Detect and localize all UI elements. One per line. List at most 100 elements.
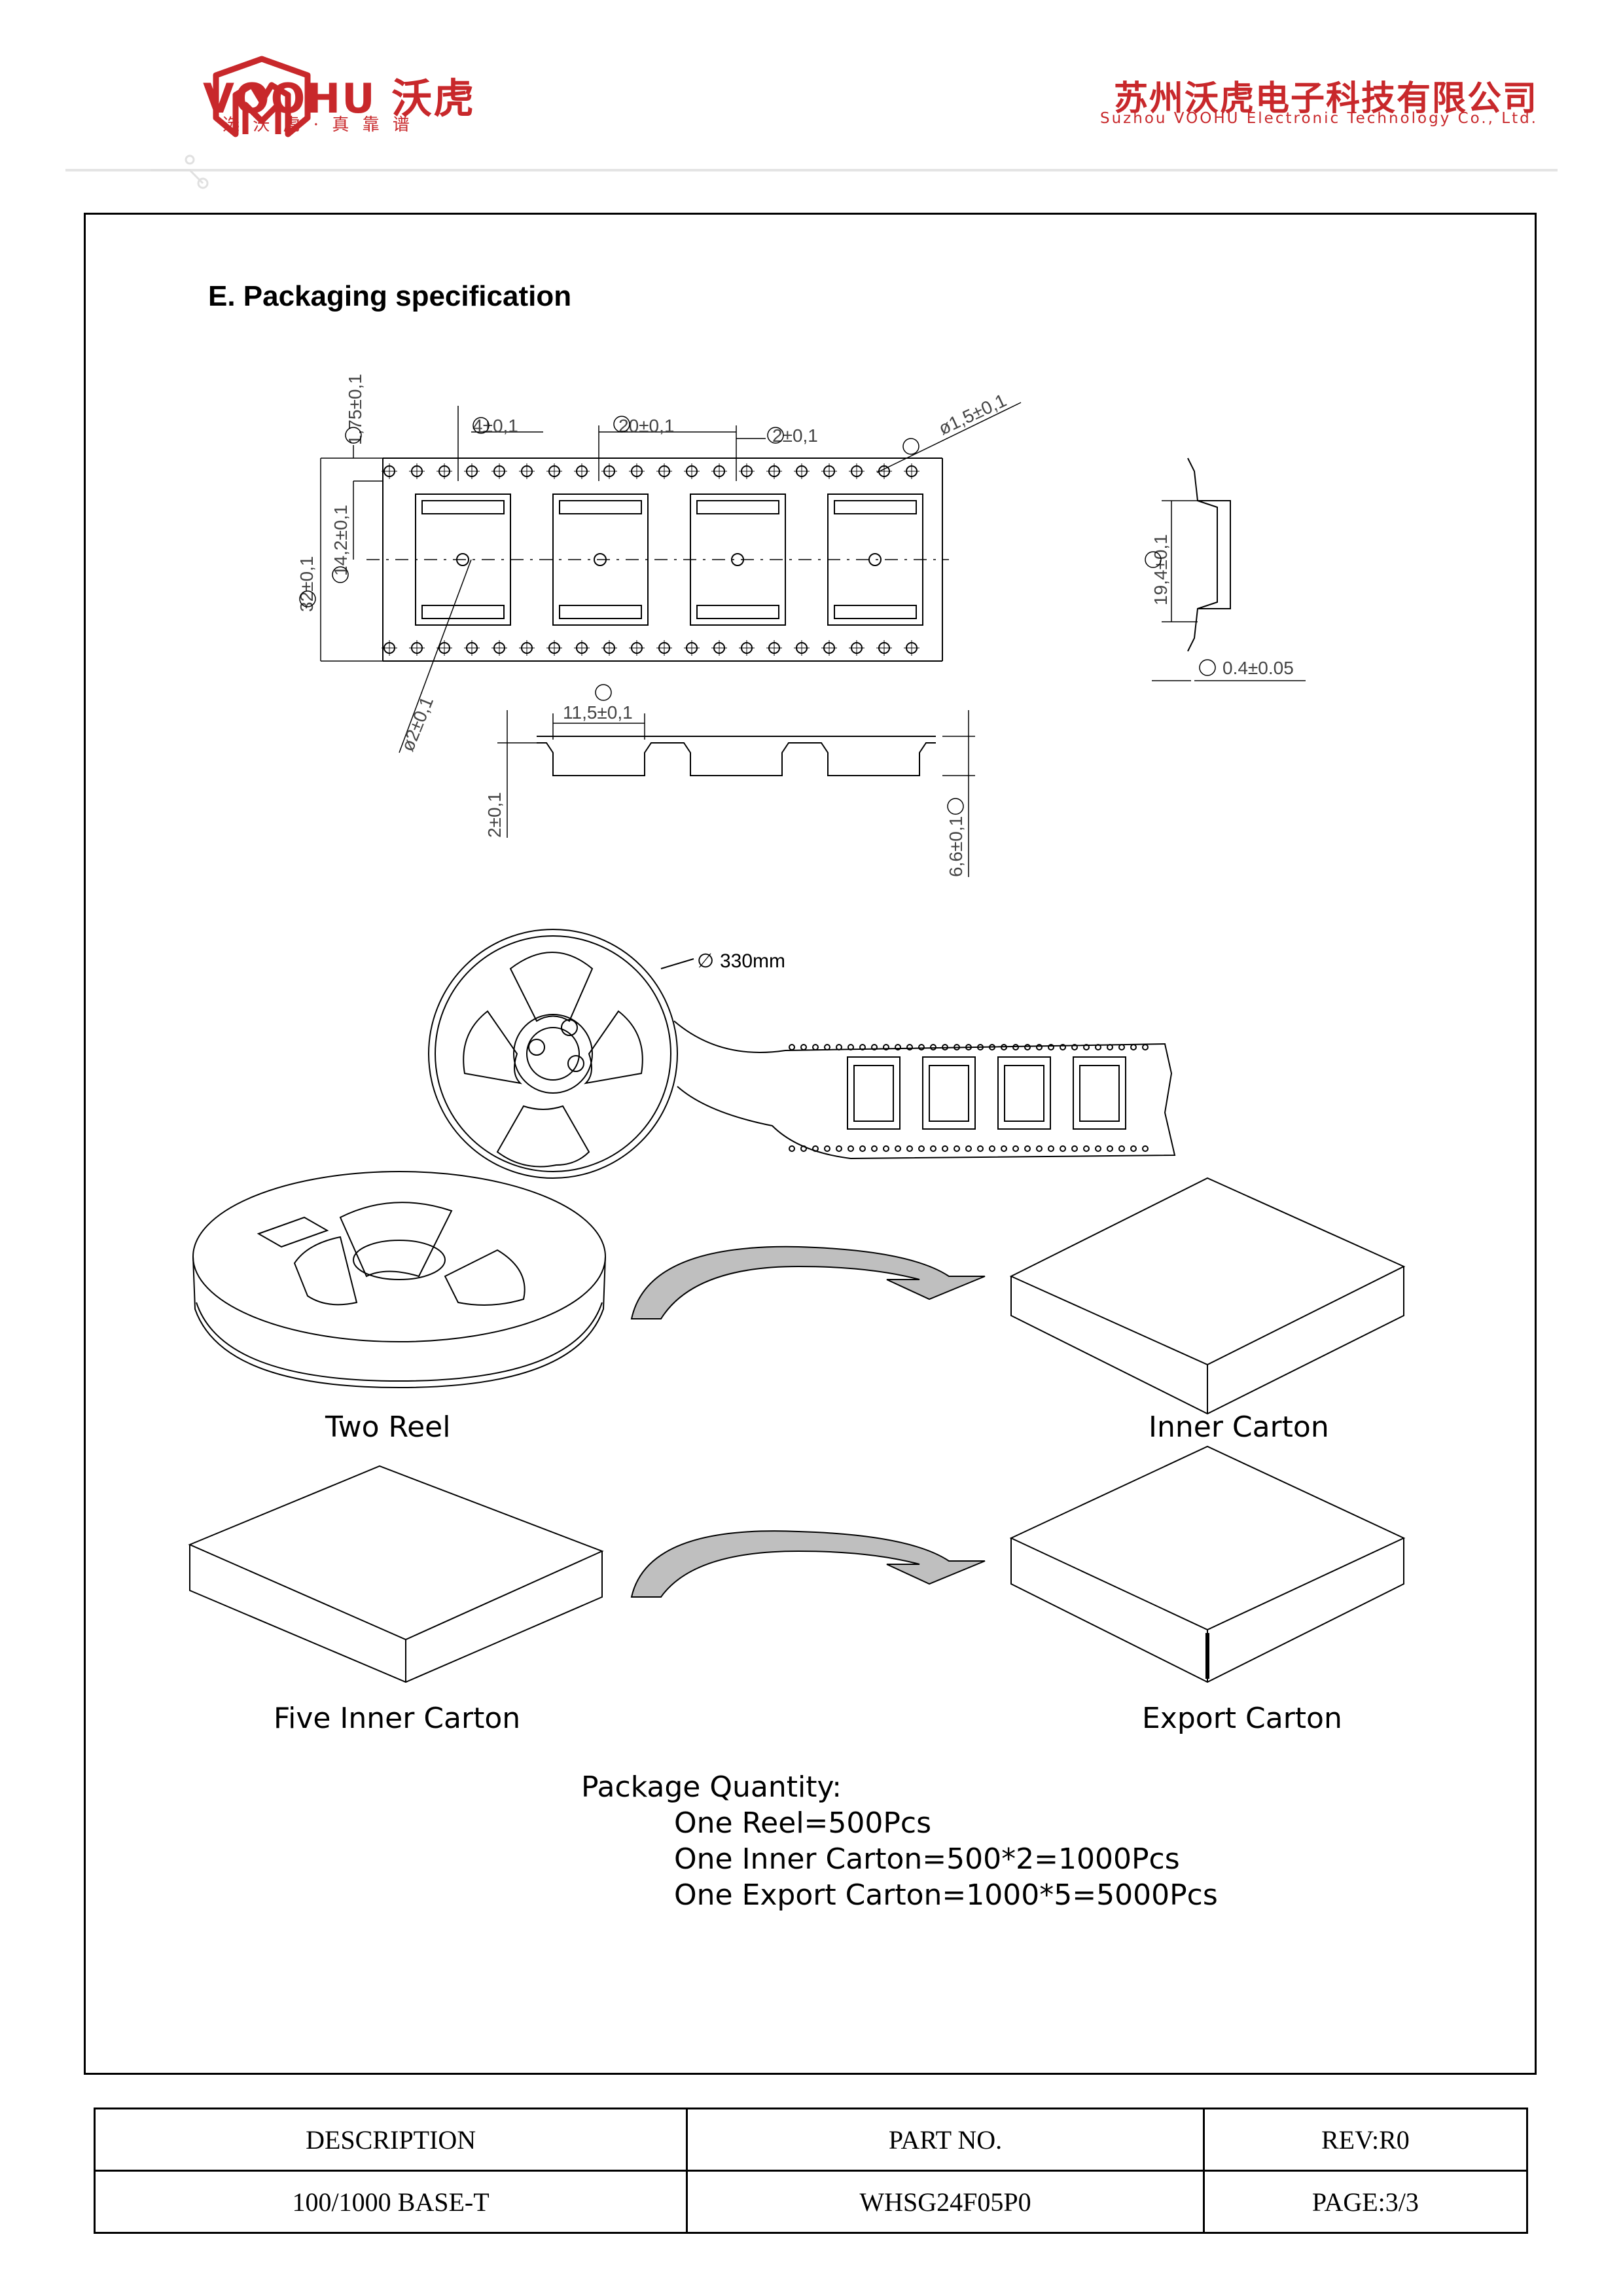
description-label: DESCRIPTION	[93, 2108, 688, 2172]
tape-hole	[1095, 1044, 1101, 1050]
dimension-label-a0: 11,5±0,1	[563, 702, 633, 723]
dimension-label-b0: 19,4±0,1	[1150, 534, 1171, 605]
page-value: 3/3	[1385, 2187, 1419, 2217]
tape-hole	[847, 1044, 854, 1050]
tape-hole	[1071, 1145, 1078, 1152]
tape-hole	[871, 1145, 878, 1152]
dimension-label-e: 1,75±0,1	[345, 374, 365, 445]
tape-section-view	[497, 710, 975, 877]
dimension-label-d1: ø1,5±0,1	[935, 390, 1009, 439]
chip-in-tape	[922, 1056, 976, 1130]
dimension-label-w: 32±0,1	[296, 556, 317, 612]
tape-hole	[789, 1044, 795, 1050]
title-block-table: DESCRIPTION PART NO. REV:R0 100/1000 BAS…	[93, 2108, 1529, 2234]
voohu-logo-icon	[213, 56, 311, 137]
tape-hole	[1107, 1044, 1113, 1050]
quantity-line-reel: One Reel=500Pcs	[674, 1806, 932, 1840]
dimension-label-p0: 4±0,1	[473, 416, 518, 436]
tape-hole	[906, 1044, 913, 1050]
tape-hole	[812, 1044, 819, 1050]
tape-hole	[836, 1044, 842, 1050]
tape-hole	[989, 1145, 995, 1152]
tape-hole	[1083, 1044, 1090, 1050]
caption-five-inner-carton: Five Inner Carton	[274, 1702, 521, 1735]
tape-hole	[1142, 1145, 1149, 1152]
rev-label: REV:	[1321, 2125, 1380, 2155]
brand-wordmark: VOOHU 沃虎	[203, 75, 476, 122]
company-name-en: Suzhou VOOHU Electronic Technology Co., …	[1100, 110, 1538, 127]
header-divider	[65, 169, 1558, 171]
dimension-label-reel: 330mm	[720, 950, 785, 972]
tape-hole	[1012, 1145, 1019, 1152]
tape-hole	[930, 1145, 936, 1152]
carrier-tape-top-view	[320, 402, 1022, 753]
tape-hole	[883, 1145, 889, 1152]
dimension-label-d: ø2±0,1	[397, 694, 437, 754]
dimension-label-k0: 6,6±0,1	[946, 816, 966, 877]
brand-slogan: 选 沃 虎 · 真 靠 谱	[223, 115, 414, 135]
chip-in-tape	[997, 1056, 1051, 1130]
tape-hole	[1130, 1044, 1137, 1050]
tape-hole	[895, 1044, 901, 1050]
tape-hole	[1048, 1044, 1054, 1050]
tape-hole	[930, 1044, 936, 1050]
rev-cell: REV:R0	[1202, 2108, 1529, 2172]
tape-hole	[942, 1044, 948, 1050]
tape-hole	[977, 1044, 984, 1050]
diameter-symbol-icon: ∅	[697, 950, 714, 972]
chip-in-tape	[847, 1056, 901, 1130]
partno-label: PART NO.	[686, 2108, 1205, 2172]
tape-hole	[859, 1145, 866, 1152]
tape-hole	[906, 1145, 913, 1152]
tape-hole	[1036, 1145, 1043, 1152]
tape-hole	[954, 1145, 960, 1152]
chip-in-tape	[1073, 1056, 1126, 1130]
caption-two-reel: Two Reel	[325, 1410, 451, 1444]
tape-hole	[812, 1145, 819, 1152]
tape-hole	[1036, 1044, 1043, 1050]
circuit-trace-icon	[151, 154, 209, 189]
tape-hole	[789, 1145, 795, 1152]
company-name-cn: 苏州沃虎电子科技有限公司	[1113, 79, 1538, 118]
caption-inner-carton: Inner Carton	[1149, 1410, 1329, 1444]
tape-hole	[847, 1145, 854, 1152]
tape-hole	[1024, 1145, 1031, 1152]
tape-hole	[965, 1044, 972, 1050]
package-quantity-title: Package Quantity:	[581, 1770, 842, 1804]
tape-hole	[1071, 1044, 1078, 1050]
dimension-label-depth: 2±0,1	[484, 792, 505, 838]
reel-illustration	[428, 929, 1176, 1179]
tape-hole	[859, 1044, 866, 1050]
page-label: PAGE:	[1311, 2187, 1385, 2217]
tape-hole	[824, 1145, 830, 1152]
partno-value: WHSG24F05P0	[686, 2170, 1205, 2234]
tape-hole	[871, 1044, 878, 1050]
dimension-label-f: 14,2±0,1	[330, 505, 351, 576]
dimension-label-t: 0.4±0.05	[1222, 658, 1294, 678]
tape-hole	[800, 1044, 807, 1050]
quantity-line-export: One Export Carton=1000*5=5000Pcs	[674, 1878, 1218, 1912]
tape-hole	[800, 1145, 807, 1152]
tape-hole	[954, 1044, 960, 1050]
tape-hole	[1012, 1044, 1019, 1050]
tape-hole	[918, 1145, 925, 1152]
export-carton-box	[1009, 1445, 1406, 1683]
tape-hole	[1118, 1044, 1125, 1050]
tape-hole	[895, 1145, 901, 1152]
tape-hole	[1095, 1145, 1101, 1152]
tape-hole	[989, 1044, 995, 1050]
tape-hole	[824, 1044, 830, 1050]
description-value: 100/1000 BASE-T	[93, 2170, 688, 2234]
arrow-icon	[630, 1246, 986, 1319]
tape-hole	[1118, 1145, 1125, 1152]
tape-side-view	[1152, 457, 1306, 681]
caption-export-carton: Export Carton	[1142, 1702, 1342, 1735]
tape-hole	[1001, 1044, 1007, 1050]
tape-hole	[1060, 1044, 1066, 1050]
tape-hole	[1048, 1145, 1054, 1152]
tape-hole	[1001, 1145, 1007, 1152]
tape-hole	[836, 1145, 842, 1152]
tape-hole	[883, 1044, 889, 1050]
content-frame	[84, 213, 1537, 2075]
tape-hole	[977, 1145, 984, 1152]
